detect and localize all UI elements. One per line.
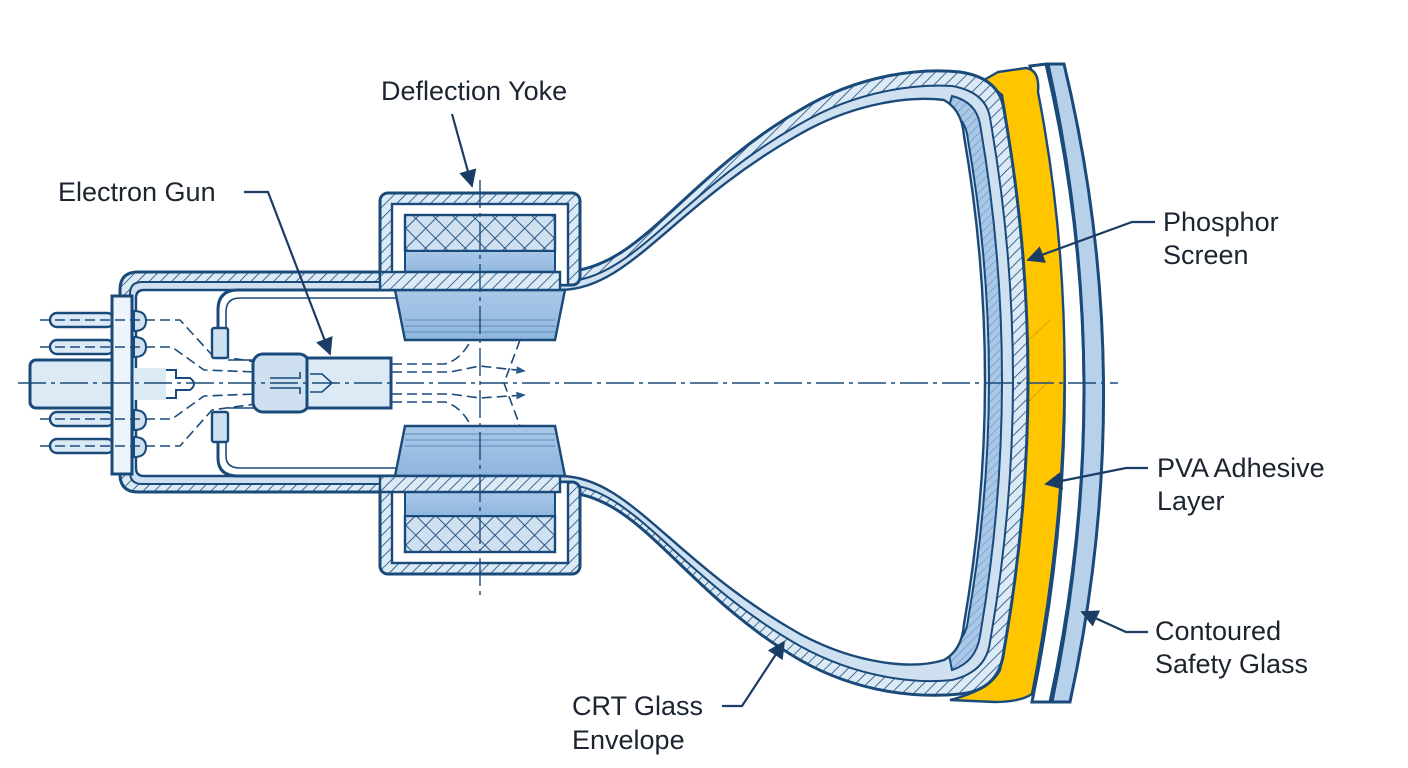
label-deflection-yoke: Deflection Yoke [381, 76, 567, 106]
leader-pva-adhesive [1044, 466, 1148, 490]
leader-deflection-yoke [450, 113, 477, 188]
gun-support-frame [210, 288, 410, 478]
leader-crt-glass [722, 640, 785, 708]
leader-lines [244, 113, 1155, 708]
label-phosphor-screen-1: Phosphor [1163, 207, 1279, 237]
leader-safety-glass [1080, 610, 1148, 634]
leader-electron-gun [244, 190, 333, 356]
pin-feedthroughs [133, 309, 148, 459]
label-safety-glass-2: Safety Glass [1155, 649, 1308, 679]
label-electron-gun: Electron Gun [58, 177, 216, 207]
tube-base [28, 294, 195, 476]
label-safety-glass-1: Contoured [1155, 616, 1281, 646]
label-crt-glass-1: CRT Glass [572, 691, 703, 721]
label-pva-adhesive-2: Layer [1157, 486, 1225, 516]
lead-wires [40, 319, 257, 447]
label-phosphor-screen-2: Screen [1163, 240, 1249, 270]
label-pva-adhesive-1: PVA Adhesive [1157, 453, 1325, 483]
leader-phosphor-screen [1026, 220, 1155, 263]
label-crt-glass-2: Envelope [572, 725, 685, 755]
